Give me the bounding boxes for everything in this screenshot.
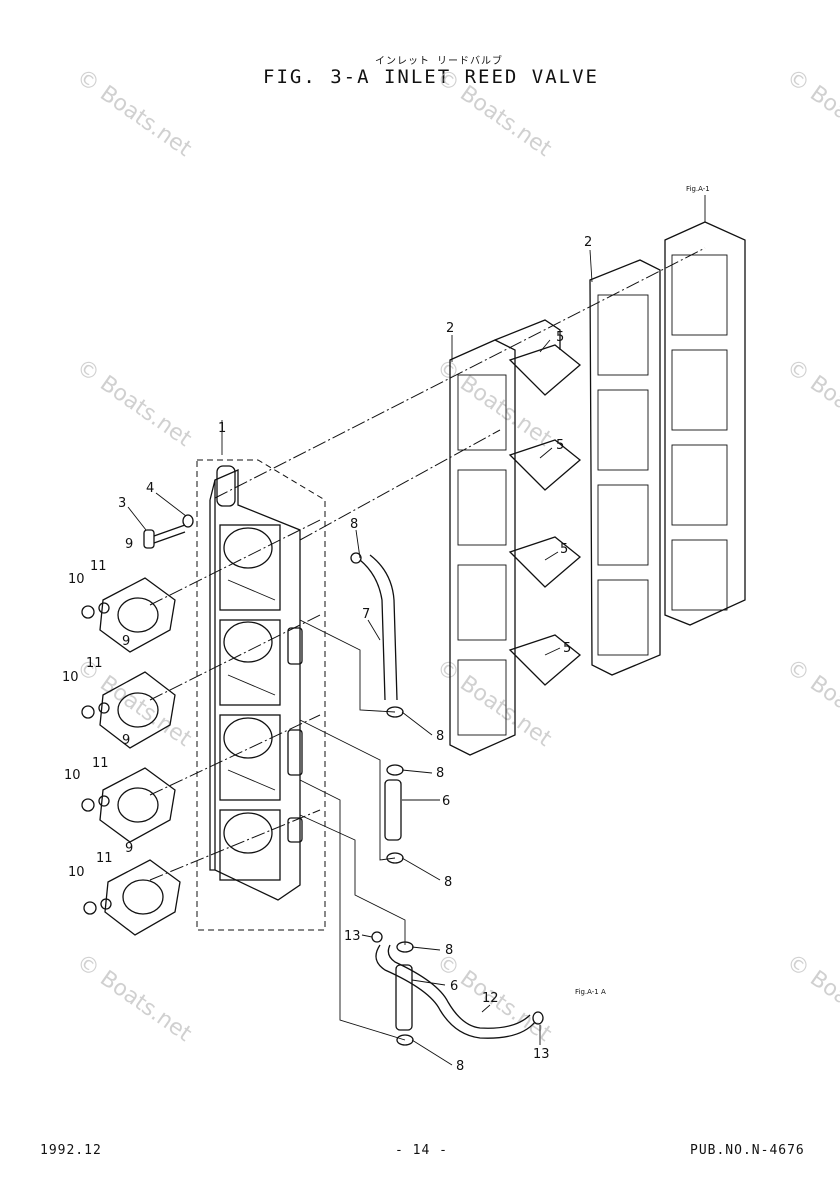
footer-date: 1992.12: [40, 1143, 102, 1158]
callout-8: 8: [445, 943, 453, 958]
watermark: © Boats.net: [782, 354, 840, 452]
callout-3: 3: [118, 496, 126, 511]
callout-5: 5: [563, 641, 571, 656]
bolt-washer: [143, 514, 194, 549]
callout-8: 8: [436, 729, 444, 744]
watermark: © Boats.net: [72, 354, 197, 452]
watermarks: © Boats.net © Boats.net © Boats.net © Bo…: [72, 64, 840, 1047]
callout-6: 6: [442, 794, 450, 809]
callout-2: 2: [584, 235, 592, 250]
hoses-and-pipes: [299, 552, 544, 1046]
callout-10: 10: [68, 865, 85, 880]
callout-8: 8: [456, 1059, 464, 1074]
assembly-lines: [149, 247, 706, 881]
reference-fig-a1-a: Fig.A-1 A: [575, 988, 606, 996]
callout-1: 1: [218, 421, 226, 436]
callout-6: 6: [450, 979, 458, 994]
inlet-manifold: [196, 459, 326, 931]
footer-publication-number: PUB.NO.N-4676: [690, 1143, 805, 1158]
watermark: © Boats.net: [72, 64, 197, 162]
flange-gaskets: [81, 577, 181, 936]
callout-9: 9: [125, 841, 133, 856]
callout-4: 4: [146, 481, 154, 496]
callout-11: 11: [86, 656, 103, 671]
callout-13: 13: [344, 929, 361, 944]
watermark: © Boats.net: [432, 64, 557, 162]
figure-references: Fig.A-1 Fig.A-1 A: [575, 185, 710, 996]
figure-title: FIG. 3-A INLET REED VALVE: [263, 66, 599, 88]
callout-8: 8: [444, 875, 452, 890]
watermark: © Boats.net: [782, 949, 840, 1047]
callout-5: 5: [560, 542, 568, 557]
callout-8: 8: [350, 517, 358, 532]
figure-subtitle-japanese: インレット リードバルブ: [375, 56, 504, 67]
callout-9: 9: [122, 634, 130, 649]
callout-10: 10: [62, 670, 79, 685]
callout-12: 12: [482, 991, 499, 1006]
reed-valve-stack: [449, 195, 746, 756]
callout-2: 2: [446, 321, 454, 336]
callout-9: 9: [122, 733, 130, 748]
callout-numbers: 1 2 2 3 4 5 5 5 5 6 6 7 8 8 8 8 8 8 9 9 …: [62, 235, 592, 1074]
reference-fig-a1: Fig.A-1: [686, 185, 710, 193]
callout-10: 10: [64, 768, 81, 783]
footer-page-number: - 14 -: [395, 1143, 448, 1158]
callout-5: 5: [556, 438, 564, 453]
watermark: © Boats.net: [72, 949, 197, 1047]
callout-11: 11: [96, 851, 113, 866]
watermark: © Boats.net: [782, 64, 840, 162]
callout-13: 13: [533, 1047, 550, 1062]
callout-8: 8: [436, 766, 444, 781]
callout-9: 9: [125, 537, 133, 552]
callout-7: 7: [362, 607, 370, 622]
callout-11: 11: [90, 559, 107, 574]
callout-10: 10: [68, 572, 85, 587]
watermark: © Boats.net: [782, 654, 840, 752]
callout-5: 5: [556, 330, 564, 345]
callout-leaders: [127, 249, 593, 1066]
callout-11: 11: [92, 756, 109, 771]
